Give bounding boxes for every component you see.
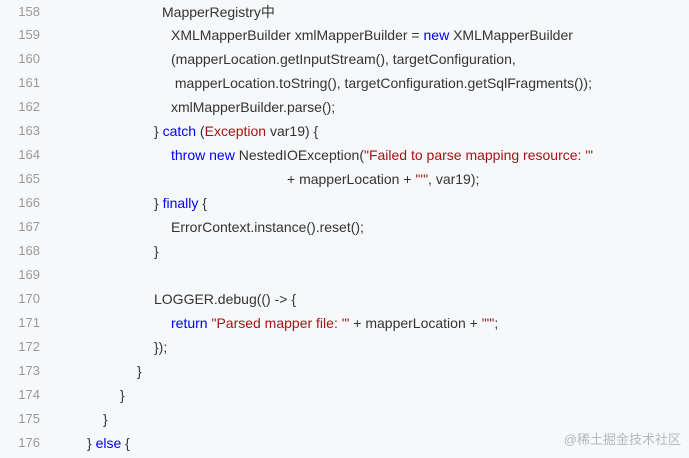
line-number: 171 <box>18 315 40 330</box>
line-number: 170 <box>18 291 40 306</box>
code-token-plain: mapperLocation.toString(), targetConfigu… <box>171 75 592 91</box>
code-text: } finally { <box>154 191 207 215</box>
code-token-plain: ; <box>494 315 499 331</box>
line-number: 160 <box>18 51 40 66</box>
code-line: 167 ErrorContext.instance().reset(); <box>0 215 689 239</box>
line-number: 165 <box>18 171 40 186</box>
code-text: throw new NestedIOException("Failed to p… <box>171 143 593 167</box>
code-token-plain: + mapperLocation + <box>287 171 416 187</box>
code-token-plain: } <box>137 363 142 379</box>
code-token-str: "Failed to parse mapping resource: '" <box>363 147 593 163</box>
code-line: 161 mapperLocation.toString(), targetCon… <box>0 71 689 95</box>
code-token-plain: } <box>154 195 163 211</box>
code-token-plain: { <box>121 435 130 451</box>
line-number: 167 <box>18 219 40 234</box>
code-token-plain: , var19); <box>428 171 480 187</box>
code-token-plain: }); <box>154 339 168 355</box>
code-token-kw: catch <box>162 123 197 139</box>
code-text: + mapperLocation + "'", var19); <box>287 167 479 191</box>
code-token-plain: } <box>120 387 125 403</box>
code-line: 164 throw new NestedIOException("Failed … <box>0 143 689 167</box>
line-number: 173 <box>18 363 40 378</box>
line-number: 175 <box>18 411 40 426</box>
line-number: 174 <box>18 387 40 402</box>
code-text: } else { <box>87 431 130 455</box>
line-number: 172 <box>18 339 40 354</box>
code-token-str: "'" <box>415 171 429 187</box>
code-token-kw: else <box>95 435 122 451</box>
code-text: } <box>103 407 108 431</box>
code-line: 160 (mapperLocation.getInputStream(), ta… <box>0 47 689 71</box>
code-token-plain: XMLMapperBuilder <box>449 27 573 43</box>
code-text: MapperRegistry中 <box>162 0 275 24</box>
code-line: 175 } <box>0 407 689 431</box>
code-token-plain: ( <box>196 123 205 139</box>
line-number: 162 <box>18 99 40 114</box>
code-text: (mapperLocation.getInputStream(), target… <box>171 47 516 71</box>
line-number: 166 <box>18 195 40 210</box>
code-text: return "Parsed mapper file: '" + mapperL… <box>171 311 498 335</box>
code-token-kw: throw new <box>171 147 235 163</box>
line-number: 168 <box>18 243 40 258</box>
code-token-plain: var19) { <box>266 123 319 139</box>
code-line: 174 } <box>0 383 689 407</box>
code-token-kw: return <box>171 315 208 331</box>
code-token-plain: } <box>103 411 108 427</box>
code-line: 165 + mapperLocation + "'", var19); <box>0 167 689 191</box>
code-line: 168 } <box>0 239 689 263</box>
code-text: XMLMapperBuilder xmlMapperBuilder = new … <box>171 23 573 47</box>
line-number: 176 <box>18 435 40 450</box>
code-token-str: "Parsed mapper file: '" <box>211 315 350 331</box>
code-text: ErrorContext.instance().reset(); <box>171 215 364 239</box>
code-text: }); <box>154 335 167 359</box>
line-number: 161 <box>18 75 40 90</box>
code-text: xmlMapperBuilder.parse(); <box>171 95 335 119</box>
line-number: 164 <box>18 147 40 162</box>
code-token-plain: + mapperLocation + <box>349 315 482 331</box>
code-line: 166 } finally { <box>0 191 689 215</box>
code-token-kw: finally <box>162 195 199 211</box>
code-text: } <box>137 359 142 383</box>
line-number: 159 <box>18 27 40 42</box>
line-number: 163 <box>18 123 40 138</box>
code-token-str: "'" <box>481 315 495 331</box>
code-line: 176 } else { <box>0 431 689 455</box>
line-number: 169 <box>18 267 40 282</box>
code-token-plain: ErrorContext.instance().reset(); <box>171 219 364 235</box>
code-token-plain: { <box>198 195 207 211</box>
code-token-plain: XMLMapperBuilder xmlMapperBuilder = <box>171 27 424 43</box>
code-line: 172 }); <box>0 335 689 359</box>
code-token-plain: xmlMapperBuilder.parse(); <box>171 99 336 115</box>
code-token-plain: LOGGER.debug(() -> { <box>154 291 297 307</box>
code-line: 158 MapperRegistry中 <box>0 0 689 24</box>
code-line: 170 LOGGER.debug(() -> { <box>0 287 689 311</box>
code-text: LOGGER.debug(() -> { <box>154 287 296 311</box>
code-text: } <box>154 239 159 263</box>
code-text: mapperLocation.toString(), targetConfigu… <box>171 71 592 95</box>
code-line: 159 XMLMapperBuilder xmlMapperBuilder = … <box>0 23 689 47</box>
code-line: 173 } <box>0 359 689 383</box>
line-number: 158 <box>18 4 40 19</box>
code-token-plain: } <box>154 243 159 259</box>
code-line: 171 return "Parsed mapper file: '" + map… <box>0 311 689 335</box>
watermark: @稀土掘金技术社区 <box>563 432 681 447</box>
code-text: } <box>120 383 125 407</box>
code-token-kw: new <box>423 27 450 43</box>
code-token-plain: (mapperLocation.getInputStream(), target… <box>171 51 516 67</box>
code-line: 169 <box>0 263 689 287</box>
code-text: } catch (Exception var19) { <box>154 119 318 143</box>
code-token-plain: } <box>87 435 96 451</box>
code-token-plain: } <box>154 123 163 139</box>
code-token-plain: MapperRegistry中 <box>162 4 275 20</box>
code-line: 163 } catch (Exception var19) { <box>0 119 689 143</box>
code-token-plain: NestedIOException( <box>234 147 364 163</box>
code-token-cls: Exception <box>204 123 267 139</box>
code-line: 162 xmlMapperBuilder.parse(); <box>0 95 689 119</box>
